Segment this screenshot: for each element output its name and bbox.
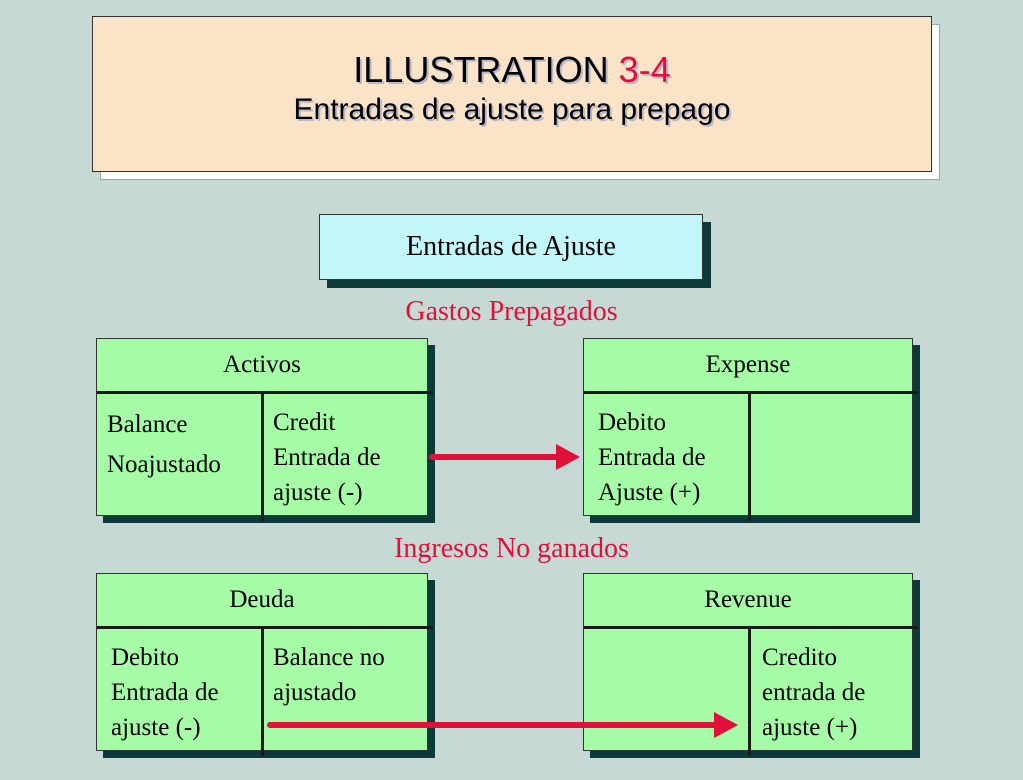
- page-subtitle: Entradas de ajuste para prepago: [293, 93, 731, 126]
- account-revenue: Revenue Credito entrada de ajuste (+): [583, 573, 918, 756]
- account-divider: [97, 391, 433, 394]
- cell-line: Credito: [762, 644, 837, 671]
- cell-line: Credit: [273, 409, 336, 436]
- account-divider: [97, 626, 433, 629]
- account-column-divider: [261, 391, 264, 521]
- account-divider: [584, 391, 918, 394]
- account-title: Activos: [223, 351, 301, 378]
- cell-line: Balance no: [273, 644, 385, 671]
- arrow-head-icon: [556, 444, 580, 470]
- header-label: Entradas de Ajuste: [406, 231, 616, 262]
- account-title: Revenue: [704, 586, 792, 613]
- cell-line: Debito: [598, 409, 667, 436]
- cell-line: Debito: [111, 644, 180, 671]
- cell-line: Balance: [107, 411, 188, 438]
- arrow-deuda-to-revenue: [267, 712, 738, 738]
- cell-line: Entrada de: [273, 444, 381, 471]
- account-right-cell: Credit Entrada de ajuste (-): [273, 405, 381, 510]
- cell-line: ajuste (-): [273, 479, 363, 506]
- cell-line: Noajustado: [107, 451, 221, 478]
- cell-line: ajustado: [273, 679, 357, 706]
- title-number: 3-4: [618, 49, 671, 90]
- arrow-activos-to-expense: [429, 444, 580, 470]
- account-divider: [584, 626, 918, 629]
- account-deuda: Deuda Debito Entrada de ajuste (-) Balan…: [96, 573, 433, 756]
- account-title: Expense: [705, 351, 791, 378]
- account-column-divider: [261, 626, 264, 756]
- account-column-divider: [748, 626, 751, 756]
- section-label-prepaid: Gastos Prepagados: [405, 296, 618, 327]
- account-activos: Activos Balance Noajustado Credit Entrad…: [96, 338, 433, 521]
- section-label-unearned: Ingresos No ganados: [394, 533, 629, 564]
- account-expense: Expense Debito Entrada de Ajuste (+): [583, 338, 918, 521]
- account-right-cell: Balance no ajustado: [273, 640, 385, 710]
- cell-line: ajuste (-): [111, 714, 201, 741]
- title-prefix: ILLUSTRATION: [353, 49, 619, 90]
- cell-line: entrada de: [762, 679, 866, 706]
- title-box: ILLUSTRATION 3-4 Entradas de ajuste para…: [92, 16, 932, 172]
- page-title: ILLUSTRATION 3-4: [93, 49, 931, 91]
- account-left-cell: Debito Entrada de Ajuste (+): [598, 405, 706, 510]
- cell-line: Entrada de: [111, 679, 219, 706]
- account-left-cell: Debito Entrada de ajuste (-): [111, 640, 219, 745]
- account-left-cell: Balance Noajustado: [107, 405, 221, 485]
- cell-line: Ajuste (+): [598, 479, 701, 506]
- header-box: Entradas de Ajuste: [319, 214, 703, 280]
- account-title: Deuda: [229, 586, 295, 613]
- arrow-head-icon: [714, 712, 738, 738]
- account-column-divider: [748, 391, 751, 521]
- account-right-cell: Credito entrada de ajuste (+): [762, 640, 865, 745]
- cell-line: ajuste (+): [762, 714, 858, 741]
- cell-line: Entrada de: [598, 444, 706, 471]
